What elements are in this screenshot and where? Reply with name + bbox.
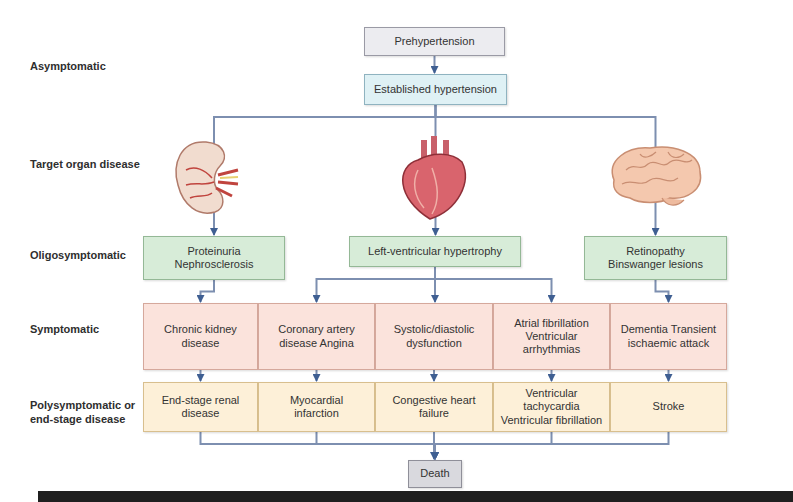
flow-arrow [316, 370, 318, 381]
flow-arrow [434, 56, 436, 73]
finding-box: Retinopathy Binswanger lesions [584, 236, 727, 280]
endstage-box: Congestive heart failure [375, 382, 493, 432]
condition-box: Chronic kidney disease [143, 303, 258, 370]
flow-arrow [433, 370, 435, 381]
node-text: Established hypertension [374, 83, 497, 96]
stage-label: Oligosymptomatic [30, 249, 150, 263]
overlay-bar [38, 491, 793, 502]
node-text: Left-ventricular hypertrophy [368, 245, 502, 258]
condition-box: Atrial fibrillation Ventricular arrhythm… [493, 303, 610, 370]
flow-arrow [200, 370, 202, 381]
endstage-box: End-stage renal disease [143, 382, 258, 432]
flow-arrow [668, 370, 670, 381]
condition-box: Coronary artery disease Angina [258, 303, 375, 370]
stage-box: Prehypertension [364, 27, 505, 56]
flow-arrow [317, 432, 436, 459]
endstage-box: Myocardial infarction [258, 382, 375, 432]
node-text: Atrial fibrillation Ventricular arrhythm… [500, 317, 603, 357]
node-text: Retinopathy Binswanger lesions [603, 245, 708, 271]
condition-box: Systolic/diastolic dysfunction [375, 303, 493, 370]
stage-label: Asymptomatic [30, 60, 150, 74]
stage-label: Polysymptomatic or end-stage disease [30, 399, 142, 427]
stage-label: Symptomatic [30, 323, 150, 337]
condition-box: Dementia Transient ischaemic attack [610, 303, 727, 370]
outcome-box: Death [408, 460, 462, 488]
node-text: Prehypertension [394, 35, 474, 48]
node-text: Ventricular tachycardia Ventricular fibr… [497, 387, 606, 427]
node-text: Systolic/diastolic dysfunction [384, 323, 484, 349]
node-text: Coronary artery disease Angina [269, 323, 364, 349]
stage-label: Target organ disease [30, 158, 150, 172]
node-text: Proteinuria Nephrosclerosis [162, 245, 266, 271]
brain-illustration [612, 147, 700, 205]
node-text: End-stage renal disease [152, 394, 249, 420]
flow-arrow [551, 370, 553, 381]
node-text: Death [420, 467, 449, 480]
node-text: Myocardial infarction [267, 394, 366, 420]
flow-arrow [201, 432, 436, 459]
finding-box: Proteinuria Nephrosclerosis [143, 236, 285, 280]
node-text: Dementia Transient ischaemic attack [617, 323, 720, 349]
node-text: Stroke [653, 400, 685, 413]
flow-arrow [656, 280, 669, 302]
stage-box: Established hypertension [364, 74, 507, 105]
flow-arrow [317, 267, 436, 302]
flow-arrow [214, 105, 436, 235]
node-text: Congestive heart failure [384, 394, 484, 420]
flow-arrow [201, 280, 215, 302]
endstage-box: Ventricular tachycardia Ventricular fibr… [493, 382, 610, 432]
flow-arrow [435, 432, 669, 459]
finding-box: Left-ventricular hypertrophy [349, 236, 521, 267]
heart-illustration [403, 136, 465, 219]
kidney-illustration [176, 142, 238, 213]
flow-arrow [435, 267, 552, 302]
node-text: Chronic kidney disease [156, 323, 245, 349]
flow-arrow [435, 432, 552, 459]
endstage-box: Stroke [610, 382, 727, 432]
